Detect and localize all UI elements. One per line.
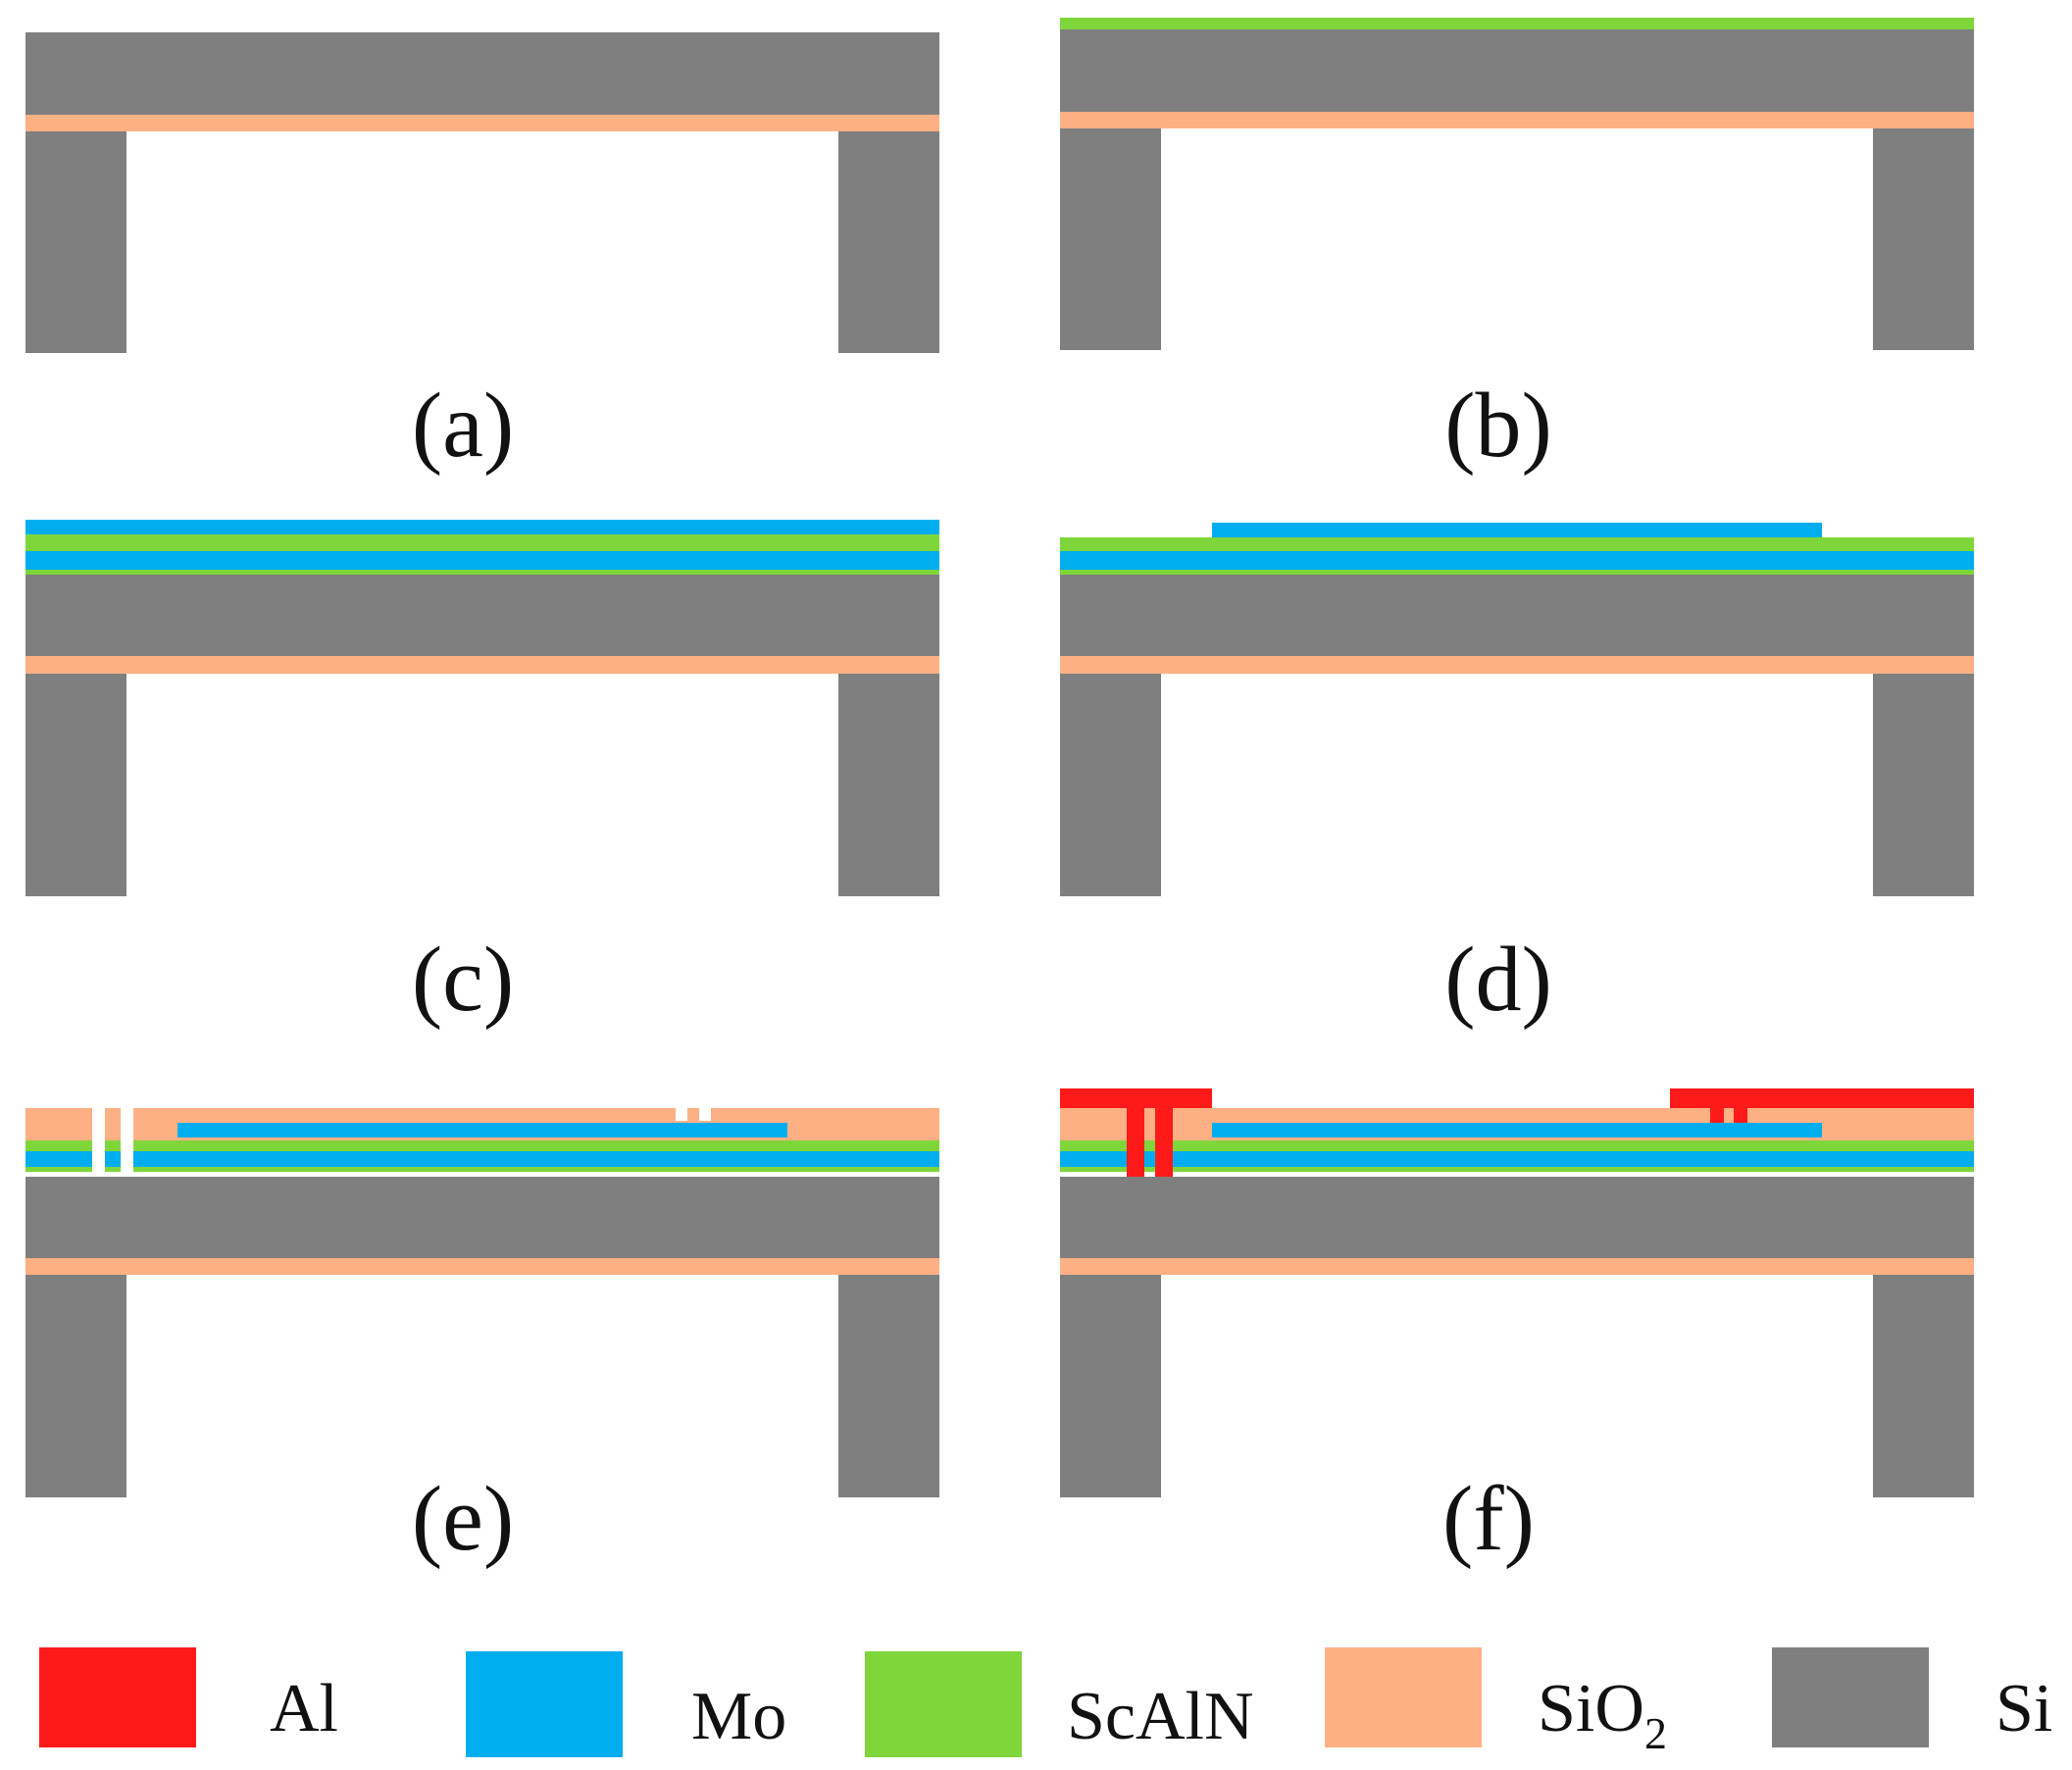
- mo-bottom-electrode-layer: [25, 1151, 939, 1167]
- scaln-seed-layer: [1060, 1167, 1974, 1172]
- legend-label-sio2-main: SiO: [1538, 1671, 1644, 1746]
- scaln-piezo-layer: [25, 534, 939, 551]
- si-left-support: [1060, 674, 1161, 896]
- al-pad-left: [1060, 1088, 1212, 1108]
- legend-label-mo: Mo: [691, 1679, 786, 1754]
- scaln-seed-layer: [25, 1167, 939, 1172]
- si-top-layer: [1060, 1177, 1974, 1258]
- via-opening-left-1: [92, 1108, 105, 1177]
- si-top-layer: [25, 575, 939, 656]
- sio2-layer: [25, 1258, 939, 1275]
- legend-item-mo: Mo: [466, 1651, 786, 1757]
- legend-item-scaln: ScAlN: [865, 1651, 1254, 1757]
- si-top-layer: [25, 32, 939, 115]
- panel-e: [25, 1108, 939, 1497]
- al-via-right-2: [1734, 1108, 1747, 1123]
- mo-top-electrode-patterned: [177, 1123, 787, 1138]
- legend: Al Mo ScAlN SiO2 Si: [39, 1647, 2052, 1758]
- sio2-layer: [1060, 112, 1974, 128]
- mo-top-electrode-patterned: [1212, 1123, 1822, 1138]
- via-opening-right-2: [699, 1108, 711, 1121]
- legend-item-sio2: SiO2: [1325, 1647, 1667, 1758]
- si-left-support: [25, 674, 126, 896]
- si-right-support: [1873, 674, 1974, 896]
- legend-item-al: Al: [39, 1647, 338, 1747]
- mo-bottom-electrode-layer: [25, 551, 939, 570]
- panel-b: [1060, 18, 1974, 350]
- mo-bottom-electrode-layer: [1060, 1151, 1974, 1167]
- mo-top-electrode-layer: [25, 520, 939, 534]
- legend-label-sio2: SiO2: [1538, 1671, 1667, 1758]
- si-left-support: [25, 131, 126, 353]
- legend-swatch-mo: [466, 1651, 623, 1757]
- legend-label-si: Si: [1996, 1671, 2052, 1746]
- via-opening-left-2: [121, 1108, 133, 1177]
- sio2-layer: [25, 115, 939, 131]
- caption-c: (c): [412, 929, 514, 1031]
- scaln-seed-layer: [25, 570, 939, 575]
- sio2-layer: [1060, 656, 1974, 674]
- sio2-layer: [25, 656, 939, 674]
- si-left-support: [1060, 128, 1161, 350]
- mo-top-electrode-patterned: [1212, 523, 1822, 537]
- scaln-piezo-layer: [25, 1140, 939, 1151]
- si-right-support: [1873, 128, 1974, 350]
- si-right-support: [1873, 1275, 1974, 1497]
- al-pad-right: [1670, 1088, 1974, 1108]
- sio2-layer: [1060, 1258, 1974, 1275]
- caption-b: (b): [1444, 375, 1552, 477]
- si-left-support: [25, 1275, 126, 1497]
- si-right-support: [838, 1275, 939, 1497]
- legend-label-scaln: ScAlN: [1067, 1679, 1254, 1754]
- mo-bottom-electrode-layer: [1060, 551, 1974, 570]
- legend-swatch-al: [39, 1647, 196, 1747]
- si-right-support: [838, 674, 939, 896]
- si-top-layer: [1060, 29, 1974, 112]
- legend-swatch-sio2: [1325, 1647, 1482, 1747]
- legend-label-al: Al: [270, 1671, 338, 1746]
- legend-label-sio2-subscript: 2: [1644, 1708, 1667, 1758]
- si-right-support: [838, 131, 939, 353]
- al-via-left-1: [1127, 1108, 1144, 1177]
- legend-swatch-si: [1772, 1647, 1929, 1747]
- panel-d: [1060, 523, 1974, 896]
- si-top-layer: [1060, 575, 1974, 656]
- caption-d: (d): [1444, 929, 1552, 1031]
- legend-item-si: Si: [1772, 1647, 2052, 1747]
- caption-a: (a): [412, 375, 514, 477]
- si-top-layer: [25, 1177, 939, 1258]
- via-opening-right-1: [676, 1108, 687, 1121]
- scaln-seed-layer: [1060, 18, 1974, 29]
- si-left-support: [1060, 1275, 1161, 1497]
- scaln-piezo-layer: [1060, 1140, 1974, 1151]
- al-via-left-2: [1155, 1108, 1173, 1177]
- legend-swatch-scaln: [865, 1651, 1022, 1757]
- al-via-right-1: [1710, 1108, 1724, 1123]
- caption-f: (f): [1442, 1468, 1535, 1570]
- panel-f: [1060, 1088, 1974, 1497]
- panel-c: [25, 520, 939, 896]
- scaln-piezo-layer: [1060, 537, 1974, 551]
- panel-a: [25, 32, 939, 353]
- scaln-seed-layer: [1060, 570, 1974, 575]
- caption-e: (e): [412, 1468, 514, 1570]
